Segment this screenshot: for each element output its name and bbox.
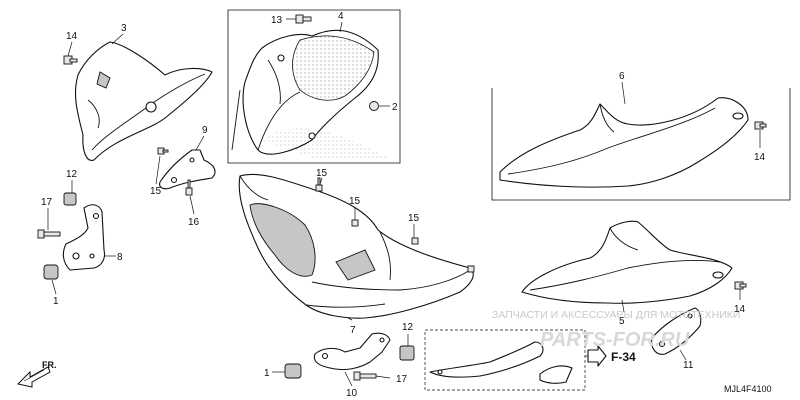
screw-15-a[interactable] xyxy=(157,147,169,155)
callout-17-left: 17 xyxy=(41,197,53,208)
callout-14-lower: 14 xyxy=(734,304,746,315)
screw-15-c[interactable] xyxy=(351,219,359,227)
bolt-14-left[interactable] xyxy=(63,55,78,65)
frame-alternate-detail xyxy=(424,329,586,391)
callout-17-lower: 17 xyxy=(396,374,408,385)
screw-15-d[interactable] xyxy=(411,237,419,245)
callout-2: 2 xyxy=(392,102,398,113)
callout-5: 5 xyxy=(619,316,625,327)
grommet-1-lower[interactable] xyxy=(284,363,302,379)
callout-15-d: 15 xyxy=(408,213,420,224)
front-arrow-icon xyxy=(16,366,51,388)
part-7-lower-cowl[interactable] xyxy=(238,173,474,319)
part-6-lower-inner-right[interactable] xyxy=(499,97,749,188)
part-3-side-cover[interactable] xyxy=(74,41,213,161)
part-4-upper-inner[interactable] xyxy=(231,29,379,155)
frame-upper-cowl xyxy=(227,9,401,164)
callout-9: 9 xyxy=(202,125,208,136)
bolt-17-left[interactable] xyxy=(37,229,61,239)
bolt-14-right[interactable] xyxy=(754,121,767,130)
grommet-1-left[interactable] xyxy=(43,264,59,280)
callout-12-lower: 12 xyxy=(402,322,414,333)
callout-15-a: 15 xyxy=(150,186,162,197)
callout-4: 4 xyxy=(338,11,344,22)
grommet-2[interactable] xyxy=(369,101,379,111)
reference-label[interactable]: F-34 xyxy=(611,350,636,364)
callout-15-b: 15 xyxy=(316,168,328,179)
part-10-bracket[interactable] xyxy=(313,332,391,371)
callout-1-lower: 1 xyxy=(264,368,270,379)
callout-7: 7 xyxy=(350,325,356,336)
bolt-14-lower[interactable] xyxy=(734,281,747,290)
callout-15-c: 15 xyxy=(349,196,361,207)
grommet-12-lower[interactable] xyxy=(399,345,415,361)
bolt-13[interactable] xyxy=(295,14,312,24)
reference-arrow[interactable] xyxy=(585,345,607,367)
part-11-bracket[interactable] xyxy=(651,307,702,355)
part-5-lower-inner-left[interactable] xyxy=(521,220,733,304)
diagram-code: MJL4F4100 xyxy=(724,384,772,394)
callout-10: 10 xyxy=(346,388,358,399)
watermark-line1: ЗАПЧАСТИ И АКСЕССУАРЫ ДЛЯ МОТОТЕХНИКИ xyxy=(492,309,740,321)
callout-13: 13 xyxy=(271,15,283,26)
leader-lines xyxy=(47,18,761,387)
brand-logo-outline xyxy=(262,128,395,160)
bolt-17-lower[interactable] xyxy=(353,371,377,381)
frame-lower-cowl-inner xyxy=(491,88,791,201)
callout-1-left: 1 xyxy=(53,296,59,307)
screw-15-b[interactable] xyxy=(315,177,323,192)
callout-12-left: 12 xyxy=(66,169,78,180)
callout-14-left: 14 xyxy=(66,31,78,42)
callout-6: 6 xyxy=(619,71,625,82)
screw-15-e[interactable] xyxy=(467,265,475,273)
callout-11: 11 xyxy=(683,360,694,371)
callout-8: 8 xyxy=(117,252,123,263)
callout-16: 16 xyxy=(188,217,200,228)
part-9-stay[interactable] xyxy=(159,149,216,190)
part-8-bracket[interactable] xyxy=(62,204,106,271)
watermark-line2: PARTS-FOR.RU xyxy=(540,329,690,351)
bolt-16[interactable] xyxy=(185,179,193,196)
direction-label: FR. xyxy=(42,360,57,370)
callout-14-right: 14 xyxy=(754,152,766,163)
grommet-12-left[interactable] xyxy=(63,192,77,206)
callout-3: 3 xyxy=(121,23,127,34)
alternate-stay-detail[interactable] xyxy=(429,341,573,384)
